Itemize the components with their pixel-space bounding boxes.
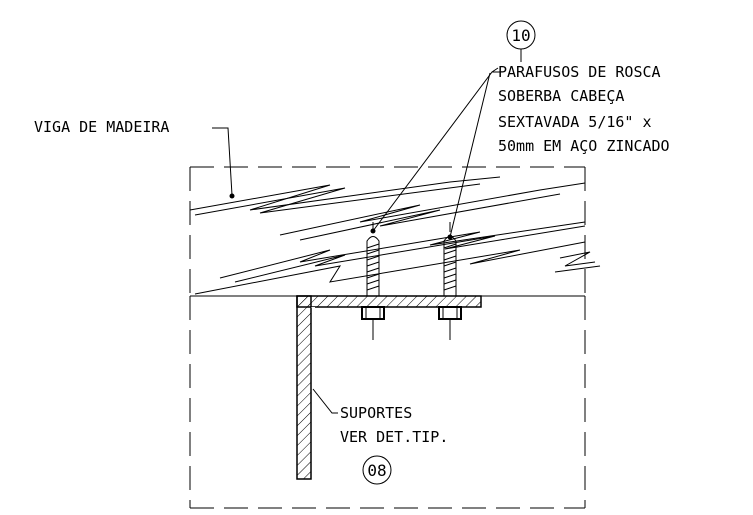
bolt-label-line-2: SOBERBA CABEÇA — [498, 87, 624, 105]
beam-outline — [189, 166, 586, 296]
bolt-1 — [361, 222, 385, 340]
bolt-label-line-4: 50mm EM AÇO ZINCADO — [498, 137, 670, 155]
bolt-label-line-3: SEXTAVADA 5/16" x — [498, 113, 652, 131]
leader-dot — [370, 228, 376, 234]
detail-callout-08: 08 — [362, 455, 392, 485]
detail-number-10: 10 — [511, 26, 530, 45]
support-label-line-2: VER DET.TIP. — [340, 428, 448, 446]
leader-dot — [447, 234, 453, 240]
beam-leader — [212, 127, 235, 199]
support-leader — [312, 388, 338, 414]
wood-grain — [189, 176, 601, 295]
angle-support — [296, 295, 482, 480]
bolt-label-line-1: PARAFUSOS DE ROSCA — [498, 63, 661, 81]
detail-callout-10: 10 — [506, 20, 536, 50]
support-zone-outline — [189, 296, 586, 509]
beam-label: VIGA DE MADEIRA — [34, 118, 169, 136]
detail-number-08: 08 — [367, 461, 386, 480]
support-label-line-1: SUPORTES — [340, 404, 412, 422]
bolt-leader — [370, 49, 522, 240]
